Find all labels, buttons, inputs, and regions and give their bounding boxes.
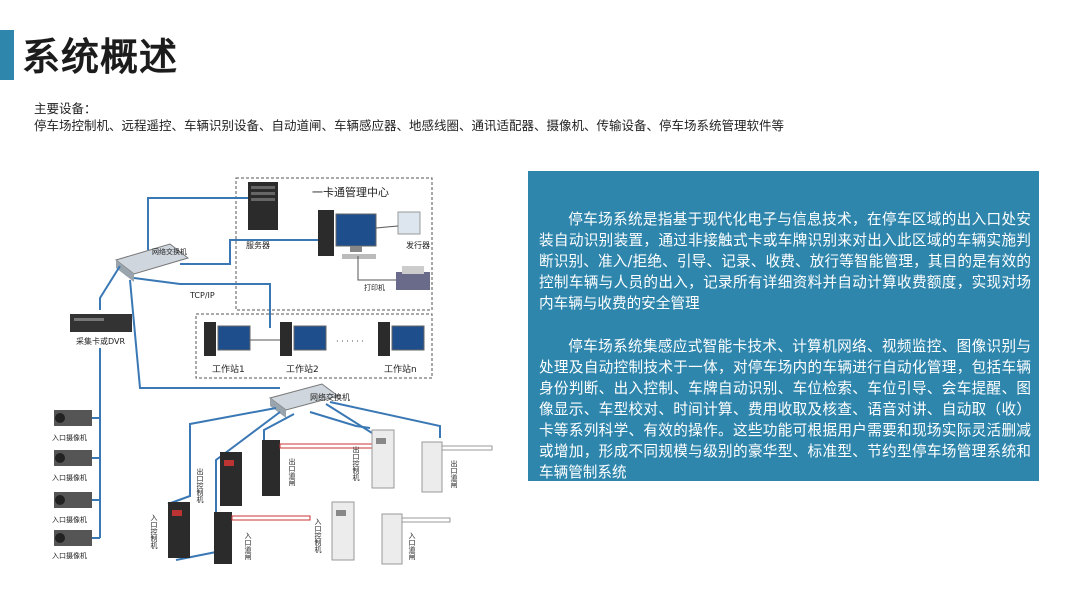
tcpip-label: TCP/IP [189, 291, 215, 300]
page-title: 系统概述 [22, 35, 179, 79]
workstation-ellipsis: · · · · · · [336, 337, 364, 346]
workstations-box [195, 313, 433, 379]
equipment-list: 停车场控制机、远程遥控、车辆识别设备、自动道闸、车辆感应器、地感线圈、通讯适配器… [34, 118, 785, 133]
printer-icon [396, 266, 430, 290]
description-paragraph-2: 停车场系统集感应式智能卡技术、计算机网络、视频监控、图像识别与处理及自动控制技术… [539, 338, 1031, 481]
exit-gate-1-label: 出口道闸 [288, 457, 296, 487]
issuer-label: 发行器 [406, 240, 430, 250]
exit-gate-2-icon [421, 441, 493, 493]
entry-controller-1-label: 入口控制机 [150, 514, 158, 550]
server-label: 服务器 [246, 240, 270, 250]
management-pc-icon [318, 210, 377, 259]
camera-1-icon [54, 410, 92, 426]
workstation-1-label: 工作站1 [212, 363, 245, 375]
center-label: 一卡通管理中心 [312, 185, 389, 199]
exit-controller-2-icon [371, 429, 395, 489]
bottom-switch-label: 网络交换机 [310, 392, 350, 402]
camera-1-label: 入口摄像机 [52, 433, 87, 442]
workstation-1-icon [204, 322, 251, 356]
entry-gate-1-label: 入口道闸 [244, 532, 252, 561]
exit-controller-1-icon [220, 452, 242, 506]
camera-2-icon [54, 450, 92, 466]
issuer-icon [397, 211, 421, 235]
entry-controller-2-icon [331, 501, 355, 561]
camera-4-icon [54, 530, 92, 546]
exit-gate-2-label: 出口道闸 [450, 459, 458, 489]
dvr-icon [70, 314, 132, 332]
workstation-n-label: 工作站n [384, 363, 417, 375]
camera-3-icon [54, 492, 92, 508]
description-panel: 停车场系统是指基于现代化电子与信息技术，在停车区域的出入口处安装自动识别装置，通… [528, 171, 1039, 481]
camera-4-label: 入口摄像机 [52, 551, 87, 560]
equipment-label: 主要设备： [34, 101, 97, 116]
management-center-box [235, 177, 433, 311]
description-paragraph-1: 停车场系统是指基于现代化电子与信息技术，在停车区域的出入口处安装自动识别装置，通… [539, 211, 1031, 312]
dvr-label: 采集卡或DVR [76, 336, 125, 346]
printer-label: 打印机 [364, 283, 385, 292]
workstation-n-icon [378, 322, 425, 356]
entry-gate-1-icon [214, 512, 311, 564]
exit-controller-1-label: 出口控制机 [196, 467, 204, 504]
entry-gate-2-icon [381, 513, 451, 565]
workstation-2-icon [280, 322, 327, 356]
entry-controller-1-icon [168, 502, 190, 558]
workstation-2-label: 工作站2 [286, 363, 319, 375]
title-accent-bar [0, 30, 14, 80]
server-icon [248, 182, 278, 230]
camera-2-label: 入口摄像机 [52, 473, 87, 482]
top-switch-label: 网络交换机 [152, 247, 187, 256]
parking-system-diagram: 一卡通管理中心 服务器 发行器 打印机 网络交换机 TCP/IP [52, 177, 493, 565]
camera-3-label: 入口摄像机 [52, 515, 87, 524]
exit-controller-2-label: 出口控制机 [352, 445, 360, 482]
entry-gate-2-label: 入口道闸 [408, 532, 416, 561]
bottom-switch-icon [268, 383, 340, 418]
entry-controller-2-label: 入口控制机 [314, 518, 322, 554]
top-switch-icon [114, 243, 190, 282]
